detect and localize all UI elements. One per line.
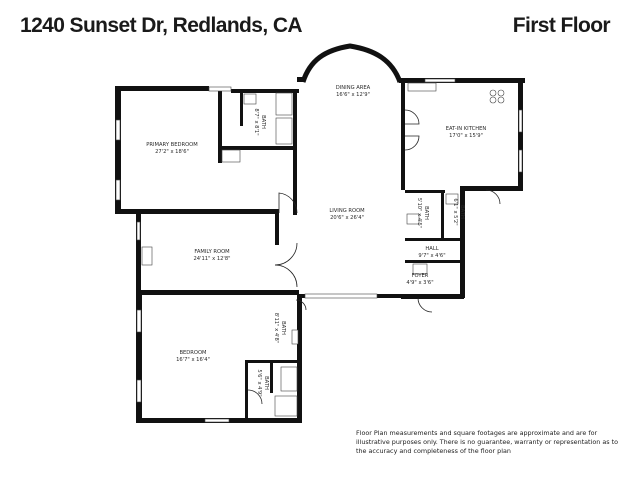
living-room-label: LIVING ROOM <box>329 208 364 214</box>
bath-b-label: BATH <box>459 205 465 219</box>
bath-c-dims: 8'11" x 4'8" <box>273 313 279 344</box>
dining-label: DINING AREA <box>336 85 371 91</box>
bedroom-dims: 16'7" x 16'4" <box>176 357 210 363</box>
bath-a-label: BATH <box>423 206 429 220</box>
foyer-label: FOYER <box>412 273 429 279</box>
kitchen-dims: 17'0" x 15'9" <box>449 133 483 139</box>
bath-b-dims: 6'1" x 5'2" <box>452 198 458 225</box>
bath-c-label: BATH <box>280 321 286 335</box>
primary-bedroom-label: PRIMARY BEDROOM <box>146 142 197 148</box>
property-address: 1240 Sunset Dr, Redlands, CA <box>20 14 303 37</box>
fixtures <box>141 82 505 417</box>
hall-label: HALL <box>425 246 438 252</box>
family-room-dims: 24'11" x 12'8" <box>193 256 230 262</box>
bath-a-dims: 5'10" x 4'5" <box>416 198 422 229</box>
door-swings <box>247 109 501 405</box>
primary-bath-label: BATH <box>260 115 266 129</box>
bath-d-dims: 5'6" x 4'9" <box>256 369 262 396</box>
bath-d-label: BATH <box>263 376 269 390</box>
kitchen-label: EAT-IN KITCHEN <box>446 126 487 132</box>
bedroom-label: BEDROOM <box>179 350 206 356</box>
disclaimer-text: Floor Plan measurements and square foota… <box>356 429 619 455</box>
primary-bedroom-dims: 27'2" x 18'6" <box>155 149 189 155</box>
exterior-walls <box>115 43 525 423</box>
hall-dims: 9'7" x 4'6" <box>418 253 445 259</box>
windows <box>115 78 523 423</box>
primary-bath-dims: 8'7" x 8'1" <box>253 108 259 135</box>
foyer-dims: 4'9" x 3'6" <box>406 280 433 286</box>
floor-title: First Floor <box>512 14 611 37</box>
family-room-label: FAMILY ROOM <box>194 249 229 255</box>
dining-dims: 16'6" x 12'9" <box>336 92 370 98</box>
living-room-dims: 20'6" x 26'4" <box>330 215 364 221</box>
